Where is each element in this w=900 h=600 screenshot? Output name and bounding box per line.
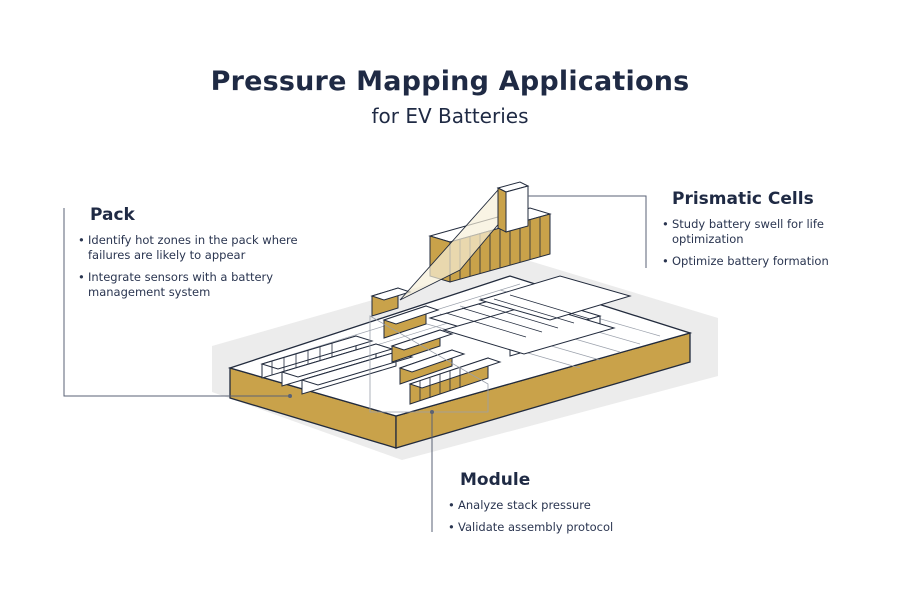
module-grid-lines: [445, 294, 591, 338]
module-bullet: Validate assembly protocol: [448, 520, 668, 535]
module-bullet-list: Analyze stack pressure Validate assembly…: [448, 498, 668, 535]
pack-connector-dot: [288, 394, 292, 398]
prismatic-cell-dividers: [459, 217, 541, 279]
module-rows-right: [428, 275, 632, 357]
pack-connector-line: [63, 208, 290, 397]
pack-bullet-list: Identify hot zones in the pack where fai…: [78, 233, 318, 300]
prismatic-cells-bullet: Optimize battery formation: [662, 254, 872, 269]
prismatic-cells-heading: Prismatic Cells: [672, 189, 814, 209]
module-stack-dividers: [419, 368, 461, 401]
module-heading: Module: [460, 470, 531, 490]
pack-bullet: Integrate sensors with a battery managem…: [78, 270, 318, 300]
module-rows-left: [260, 335, 414, 395]
module-section: Module Analyze stack pressure Validate a…: [448, 470, 668, 542]
pack-section: Pack Identify hot zones in the pack wher…: [78, 205, 318, 307]
single-prismatic-cell: [496, 181, 530, 233]
module-connector-dot: [430, 410, 434, 414]
page-subtitle: for EV Batteries: [371, 104, 529, 128]
prismatic-cells-bullet-list: Study battery swell for life optimizatio…: [662, 217, 872, 269]
module-row-dividers: [271, 343, 333, 375]
module-bullet: Analyze stack pressure: [448, 498, 668, 513]
module-highlight-box: [369, 315, 489, 413]
page-title: Pressure Mapping Applications: [210, 66, 690, 97]
module-stack: [370, 287, 502, 405]
cells-connector-line: [528, 195, 647, 268]
prismatic-cells-bullet: Study battery swell for life optimizatio…: [662, 217, 872, 247]
pack-bullet: Identify hot zones in the pack where fai…: [78, 233, 318, 263]
prismatic-cells-section: Prismatic Cells Study battery swell for …: [662, 189, 872, 276]
pack-heading: Pack: [90, 205, 135, 225]
